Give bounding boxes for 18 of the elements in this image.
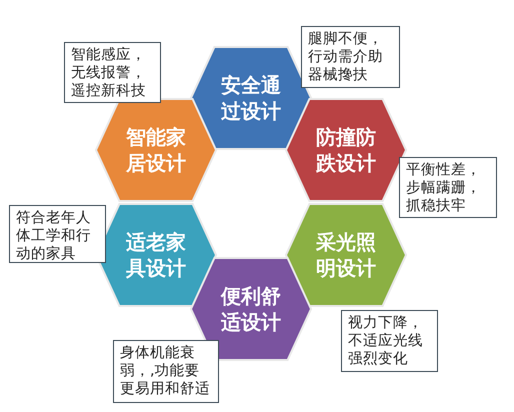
callout-box xyxy=(341,310,438,372)
callout-box xyxy=(399,157,497,218)
callout-text: 腿脚不便，行动需介助器械搀扶 xyxy=(308,30,384,84)
callout-box xyxy=(301,26,400,88)
hexagon-label: 采光照明设计 xyxy=(315,229,377,281)
hexagon-label: 防撞防跌设计 xyxy=(315,124,377,176)
callout-text: 符合老年人体工学和行动的家具 xyxy=(16,209,92,263)
callout-text: 身体机能衰弱，,功能要更易用和舒适 xyxy=(120,344,211,398)
callout-text: 智能感应，无线报警，遥控新科技 xyxy=(71,46,147,100)
hexagon-label: 适老家具设计 xyxy=(125,229,187,281)
hexagon-label: 智能家居设计 xyxy=(124,124,187,176)
hexagon-label: 安全通过设计 xyxy=(220,72,282,124)
callout-box xyxy=(113,340,219,403)
callout-text: 视力下降，不适应光线强烈变化 xyxy=(348,314,424,368)
callout-box xyxy=(9,205,106,263)
callout-text: 平衡性差，步幅蹒跚，抓稳扶牢 xyxy=(406,161,482,215)
hexagon-label: 便利舒适设计 xyxy=(220,283,282,335)
callout-box xyxy=(64,42,161,103)
